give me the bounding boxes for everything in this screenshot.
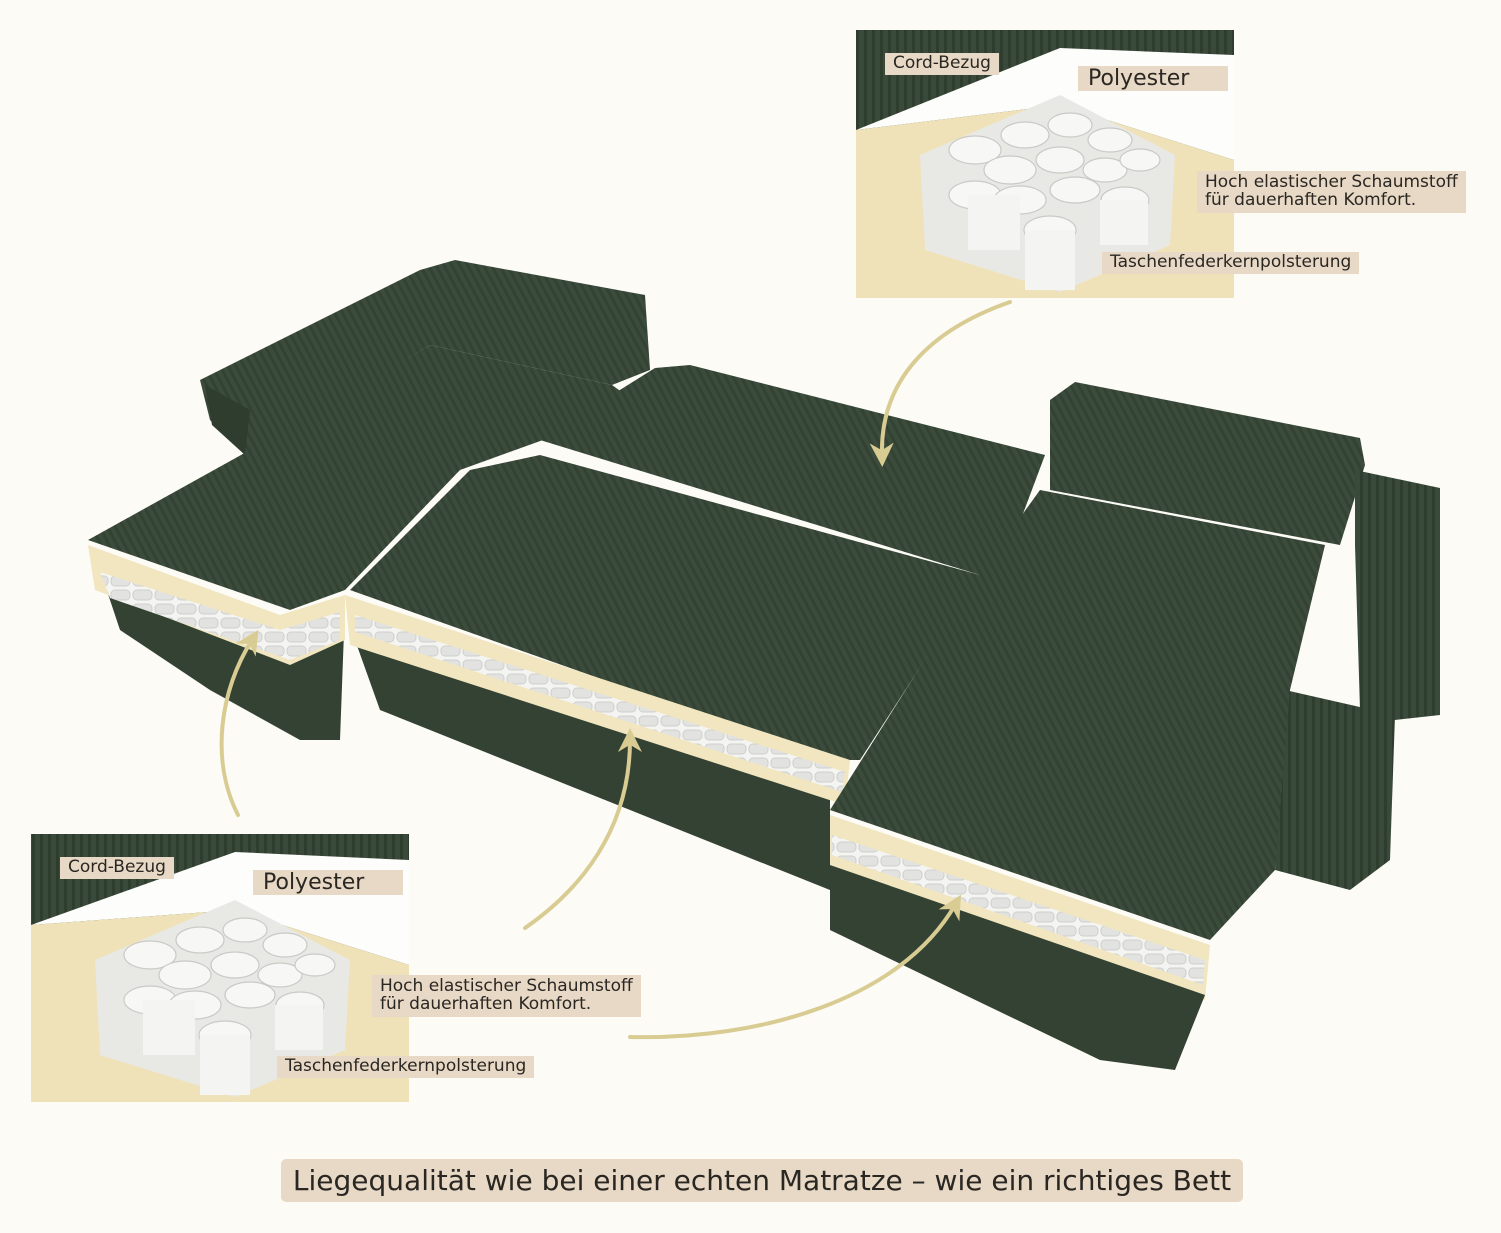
sofa: [88, 260, 1440, 1070]
caption-banner: Liegequalität wie bei einer echten Matra…: [281, 1159, 1243, 1202]
right-chaise-seat: [830, 490, 1325, 940]
inset-bottom-cross-section: [31, 834, 409, 1102]
label-polyester: Polyester: [1078, 66, 1228, 92]
middle-base: [355, 640, 830, 890]
arrow-to-left-chaise: [219, 629, 259, 817]
label-cord-cover: Cord-Bezug: [60, 857, 174, 879]
middle-pull-out-seat: [350, 455, 980, 760]
arrows: [219, 300, 1012, 1040]
label-foam-line1: Hoch elastischer Schaumstoff: [380, 976, 633, 996]
label-cord-cover: Cord-Bezug: [885, 53, 999, 75]
arrow-to-right-chaise: [628, 894, 962, 1040]
right-armrest: [1355, 470, 1440, 720]
label-foam-line2: für dauerhaften Komfort.: [1205, 189, 1417, 210]
label-polyester: Polyester: [253, 870, 403, 896]
label-foam: Hoch elastischer Schaumstoff für dauerha…: [1197, 171, 1466, 213]
arrow-to-middle-seat: [523, 728, 642, 930]
back-middle-seat: [540, 365, 1045, 575]
label-pocket-springs: Taschenfederkernpolsterung: [1102, 252, 1360, 274]
label-foam-line2: für dauerhaften Komfort.: [380, 993, 592, 1014]
label-foam: Hoch elastischer Schaumstoff für dauerha…: [372, 975, 641, 1017]
arrow-to-back-seat: [869, 300, 1012, 467]
left-backrest: [200, 260, 650, 455]
label-foam-line1: Hoch elastischer Schaumstoff: [1205, 172, 1458, 192]
right-chaise-base: [830, 865, 1205, 1070]
right-backrest: [1050, 382, 1365, 545]
left-chaise-seat: [88, 345, 640, 610]
label-pocket-springs: Taschenfederkernpolsterung: [277, 1056, 535, 1078]
